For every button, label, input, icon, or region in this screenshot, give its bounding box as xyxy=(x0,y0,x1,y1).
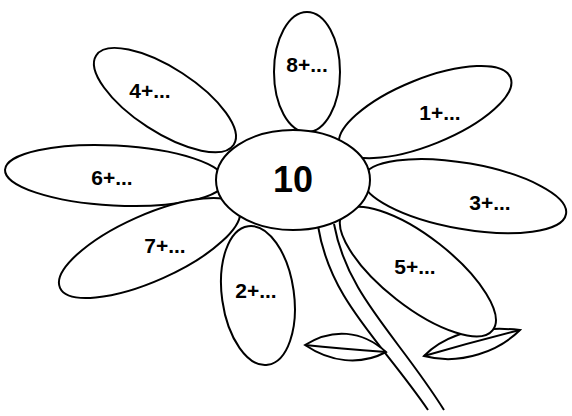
petal-shape xyxy=(274,12,340,132)
petal: 6+... xyxy=(3,143,227,208)
petal-sum: 8+... xyxy=(286,54,327,75)
petal-sum: 5+... xyxy=(394,255,435,276)
petal-sum: 7+... xyxy=(144,234,185,255)
petal-sum: 4+... xyxy=(129,79,170,100)
petal-shape xyxy=(213,221,304,370)
petal: 2+... xyxy=(219,224,297,367)
center-number: 10 xyxy=(273,162,313,198)
circle-shape xyxy=(216,130,370,230)
petal: 1+... xyxy=(337,64,513,160)
petal: 4+... xyxy=(92,46,238,154)
petal-sum: 3+... xyxy=(469,191,510,212)
petal: 8+... xyxy=(272,10,342,134)
petal-sum: 1+... xyxy=(419,101,460,122)
petal-sum: 6+... xyxy=(91,166,132,187)
petal: 5+... xyxy=(338,205,498,338)
petal-sum: 2+... xyxy=(235,279,276,300)
petal-shape xyxy=(322,186,515,358)
petal: 7+... xyxy=(57,196,242,300)
center-circle: 10 xyxy=(214,128,372,232)
